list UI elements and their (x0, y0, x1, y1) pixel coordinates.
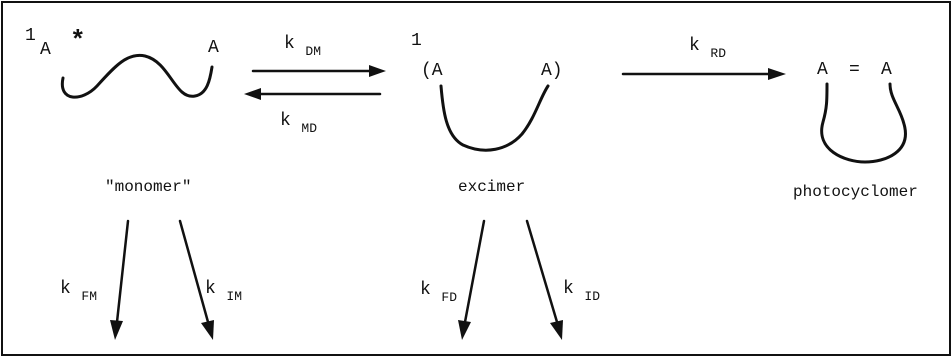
excimer-right-atom: A) (541, 61, 563, 81)
monomer-label: "monomer" (105, 178, 191, 196)
excimer-chain (439, 84, 550, 152)
kmd-k: k (280, 111, 291, 131)
excimer-label: excimer (458, 178, 525, 196)
kid-subscript: ID (584, 289, 600, 304)
monomer-species: 1 A * A "monomer" (25, 26, 219, 196)
kid-k: k (563, 279, 574, 299)
photocyclomer-left-atom: A (817, 60, 828, 80)
kfm-arrow-line (115, 219, 130, 324)
excimer-fluorescence-arrow (458, 219, 486, 340)
forward-arrow-kdm (251, 65, 386, 77)
excimer-internal-conversion-arrow (525, 219, 563, 340)
rate-constant-kid: k ID (563, 279, 600, 304)
kfm-arrow-head (110, 320, 123, 340)
kim-arrow-head (201, 320, 214, 340)
reverse-arrow-head (244, 88, 261, 100)
monomer-chain (60, 53, 214, 99)
rate-constant-kfd: k FD (420, 280, 457, 305)
kfd-arrow-line (463, 219, 486, 324)
kfd-k: k (420, 280, 431, 300)
reverse-arrow-kmd (244, 88, 382, 100)
kfd-subscript: FD (441, 290, 457, 305)
rate-constant-kfm: k FM (60, 279, 97, 304)
monomer-left-atom: A (40, 40, 51, 60)
krd-k: k (689, 36, 700, 56)
photocyclomer-species: A = A photocyclomer (793, 60, 918, 201)
photocyclomer-chain (820, 82, 907, 164)
krd-subscript: RD (710, 46, 726, 61)
rate-constant-kim: k IM (205, 279, 242, 304)
kim-subscript: IM (226, 289, 242, 304)
excimer-left-atom: (A (421, 61, 443, 81)
photocyclomer-right-atom: A (881, 60, 892, 80)
photocyclomer-label: photocyclomer (793, 183, 918, 201)
monomer-internal-conversion-arrow (178, 219, 214, 340)
kdm-k: k (284, 34, 295, 54)
kmd-subscript: MD (301, 121, 317, 136)
monomer-superscript: 1 (25, 26, 36, 46)
photocyclomer-bond: = (849, 60, 860, 80)
monomer-fluorescence-arrow (110, 219, 130, 340)
reaction-arrow-krd (621, 68, 786, 80)
excited-state-star: * (70, 26, 86, 56)
monomer-right-atom: A (208, 38, 219, 58)
rate-constant-krd: k RD (689, 36, 726, 61)
rate-constant-kdm: k DM (284, 34, 321, 59)
kim-k: k (205, 279, 216, 299)
kfd-arrow-head (458, 320, 471, 340)
rate-constant-kmd: k MD (280, 111, 317, 136)
kid-arrow-head (550, 320, 563, 340)
kfm-subscript: FM (81, 289, 97, 304)
excimer-species: 1 (A A) excimer (411, 31, 563, 196)
kfm-k: k (60, 279, 71, 299)
forward-arrow-head (369, 65, 386, 77)
kdm-subscript: DM (305, 44, 321, 59)
reaction-arrow-head (768, 68, 786, 80)
kim-arrow-line (178, 219, 210, 324)
kid-arrow-line (525, 219, 559, 324)
excimer-superscript: 1 (411, 31, 422, 51)
